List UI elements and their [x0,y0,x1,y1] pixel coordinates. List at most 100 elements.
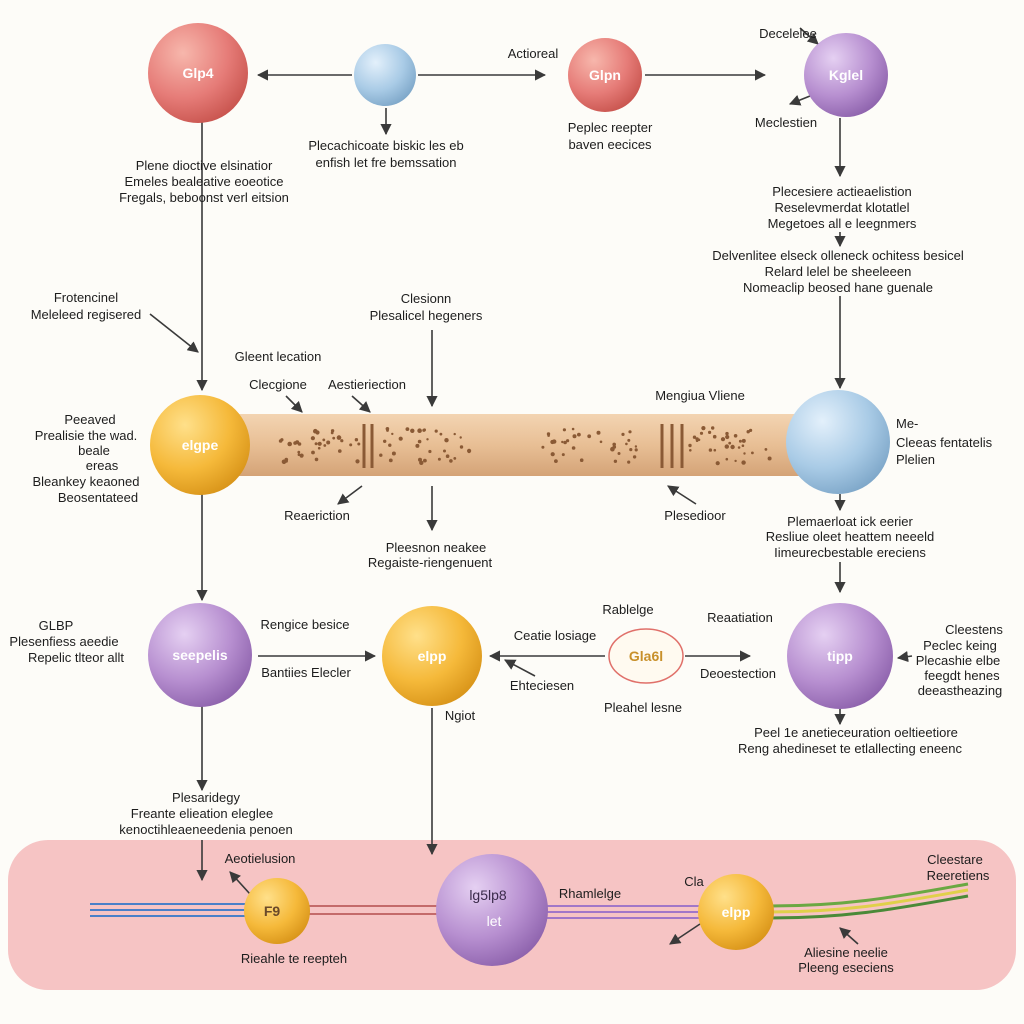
label-glp4-line2: Emeles bealeative eoeotice [125,174,284,189]
tube-particle [317,441,322,446]
label-right-top-line3: Megetoes all e leegnmers [768,216,917,231]
tube-particle [287,441,293,447]
label-plesaridegy-line3: kenoctihleaeneedenia penoen [119,822,293,837]
tube-particle [388,458,393,463]
label-pleesnon-line1: Pleesnon neakee [386,540,486,555]
tube-particle [322,438,326,442]
tube-particle [355,459,360,464]
label-rieahle-te-reepteh: Rieahle te reepteh [241,951,347,966]
label-rablelge: Rablelge [602,602,653,617]
label-aeotielusion: Aeotielusion [225,851,296,866]
label-actioreal: Actioreal [508,46,559,61]
label-left-mid-line6: Beosentateed [58,490,138,505]
tube-particle [699,431,704,435]
tube-particle [751,451,754,455]
tube-particle [547,434,550,437]
strand-middle [305,905,700,919]
tube-particle [692,435,697,439]
label-frotencinel-line2: Meleleed regisered [31,307,142,322]
tube-particle [741,438,746,443]
label-right-blue-line2: Cleeas fentatelis [896,435,993,450]
tube-particle [577,432,581,437]
tube-bands [362,424,684,468]
tube-particle [566,439,570,443]
node-blue-top [354,44,416,106]
label-peel-line1: Peel 1e anetieceuration oeltieetiore [754,725,958,740]
tube-particle [330,431,334,435]
label-glbp-line3: Repelic tlteor allt [28,650,124,665]
tube-particle [628,430,632,434]
tube-particle [349,443,353,447]
tube-particle [391,451,396,456]
tube-particle [284,459,288,463]
node-purple-bottom-label-top: lg5lp8 [469,887,507,903]
strand-left [90,903,250,917]
tube-particle [561,440,564,444]
label-cleestens-line1: Cleestens [945,622,1003,637]
tube-particle [571,427,575,431]
node-purple-top-right-label: Kglel [829,67,863,83]
labels: Actioreal Decelelee Meclestien Plecachic… [9,26,1003,975]
tube-particle [749,428,753,432]
label-left-mid-line1: Peeaved [64,412,115,427]
label-clesionn-line1: Clesionn [401,291,452,306]
tube-particle [317,446,321,450]
connectors [149,27,913,945]
label-right-mid-line2: Relard lelel be sheeleeen [765,264,912,279]
tube-particle [417,428,422,434]
node-blue-right [786,390,890,494]
tube-particle [299,453,304,458]
label-reaatiation: Reaatiation [707,610,773,625]
tube-particle [734,459,737,463]
label-aliesine-line1: Aliesine neelie [804,945,888,960]
tube-particle [336,435,342,440]
label-cleestens-line2: Peclec keing [923,638,997,653]
label-ehteciesen: Ehteciesen [510,678,574,693]
strand-right [769,882,969,920]
tube-particle [599,440,603,444]
label-left-mid-line5: Bleankey keaoned [33,474,140,489]
label-blue-top-line1: Plecachicoate biskic les eb [308,138,463,153]
label-ngiot: Ngiot [445,708,476,723]
label-right-blue-line1: Me- [896,416,918,431]
node-purple-left [148,603,252,707]
tube-particle [410,428,415,433]
label-ceatie-lesiage: Ceatie losiage [514,628,596,643]
label-cleestens-line3: Plecashie elbe [916,653,1001,668]
tube-particle [627,460,631,464]
tube-particle [295,440,300,445]
tube-particle [725,457,729,461]
tube-particle [391,432,394,436]
ring-center [608,628,684,684]
tube-particle [571,446,576,450]
label-left-mid-line4: ereas [86,458,119,473]
tube-particle [724,444,729,449]
label-reaeriction: Reaeriction [284,508,350,523]
tube-particle [572,434,577,439]
tube-particle [428,449,432,454]
tube-particle [596,430,601,435]
label-deoestection: Deoestection [700,666,776,681]
label-left-mid-line3: beale [78,443,110,458]
label-pleahel-lesne: Pleahel lesne [604,700,682,715]
tube-particle [561,453,565,457]
tube-particle [612,445,617,449]
node-yellow-bottom-left-label: F9 [264,903,281,919]
tube-particle [315,430,320,435]
node-yellow-bottom-left [244,878,310,944]
tube-particle [314,442,318,446]
label-pleesnon-line2: Regaiste-riengenuent [368,555,493,570]
tube-particle [278,439,283,443]
tube-particle [741,460,746,465]
tube-particle [310,436,315,441]
tube-particle [467,450,471,454]
tube-particle [314,457,319,462]
tube-particle [459,445,464,449]
tube-particle [332,436,336,440]
tube-particle [340,439,344,443]
label-right-lower-line3: Iimeurecbestable ereciens [774,545,926,560]
label-aliesine-line2: Pleeng eseciens [798,960,894,975]
tube-particle [357,442,361,446]
tube-particle [326,440,331,445]
label-cla: Cla [684,874,704,889]
